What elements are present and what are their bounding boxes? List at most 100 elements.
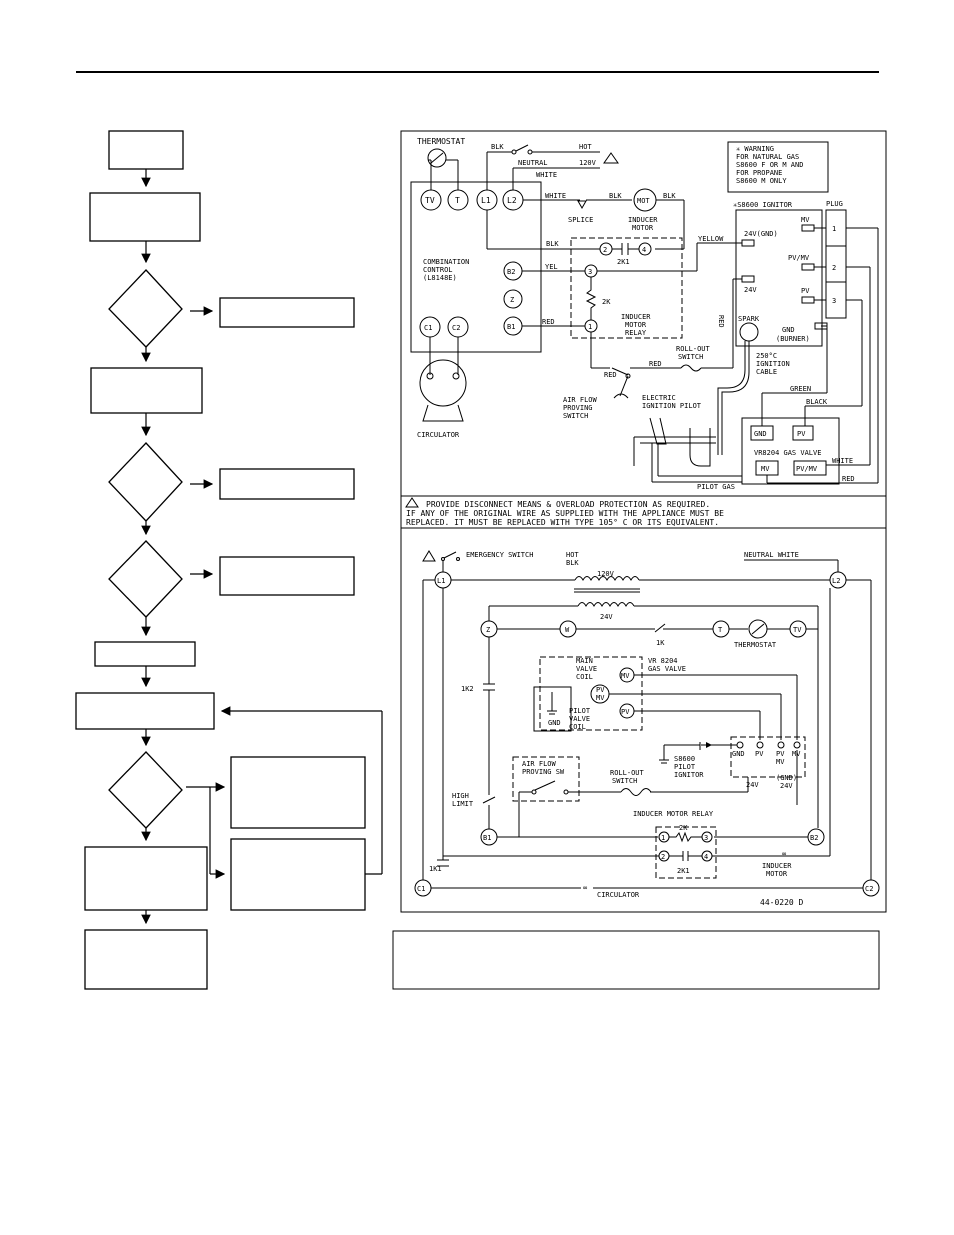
svg-text:GAS VALVE: GAS VALVE <box>648 665 686 673</box>
node-b1: B1 <box>480 828 498 846</box>
label-ign-cable-1: 250°C <box>756 352 777 360</box>
drawing-number: 44-0220 D <box>760 898 804 907</box>
label-red-2: RED <box>604 371 617 379</box>
note-line-2: IF ANY OF THE ORIGINAL WIRE AS SUPPLIED … <box>406 509 724 518</box>
label-yellow: YELLOW <box>698 235 724 243</box>
label-relay-1: INDUCER <box>621 313 651 321</box>
vr8204-gas-valve-box <box>741 417 840 485</box>
label-combination: COMBINATION <box>423 258 469 266</box>
svg-text:T: T <box>455 196 460 205</box>
node-l2: L2 <box>829 571 847 589</box>
relay-pin-1: 1 <box>584 319 598 333</box>
label-hot-2: HOT <box>566 551 579 559</box>
note-line-1: PROVIDE DISCONNECT MEANS & OVERLOAD PROT… <box>426 500 710 509</box>
label-2k: 2K <box>602 298 611 306</box>
circulator-symbol-2: ∞ <box>583 884 587 892</box>
label-1k: 1K <box>656 639 665 647</box>
flow-result-3 <box>219 556 355 596</box>
svg-text:TV: TV <box>793 626 802 634</box>
ladder-diagram: EMERGENCY SWITCH HOT BLK NEUTRAL WHITE L… <box>414 550 880 907</box>
flow-step-3 <box>94 641 196 667</box>
svg-text:MV: MV <box>761 465 770 473</box>
svg-text:2: 2 <box>832 264 836 272</box>
svg-text:2K: 2K <box>679 824 688 832</box>
svg-text:PV: PV <box>797 430 806 438</box>
svg-text:2: 2 <box>661 853 665 861</box>
svg-text:PILOT: PILOT <box>674 763 696 771</box>
flow-start-box <box>108 130 184 170</box>
svg-text:B1: B1 <box>483 834 491 842</box>
svg-text:T: T <box>718 626 723 634</box>
label-motor: MOTOR <box>632 224 654 232</box>
svg-text:CIRCULATOR: CIRCULATOR <box>597 891 640 899</box>
svg-text:VALVE: VALVE <box>569 715 590 723</box>
svg-text:AIR FLOW: AIR FLOW <box>522 760 557 768</box>
node-c1: C1 <box>414 879 432 897</box>
svg-text:S8600 F OR M AND: S8600 F OR M AND <box>736 161 803 169</box>
label-120v-2: 120V <box>597 570 615 578</box>
label-thermostat-2: THERMOSTAT <box>734 641 777 649</box>
label-inducer: INDUCER <box>628 216 658 224</box>
terminal-l2: L2 <box>502 189 524 211</box>
svg-text:PV/MV: PV/MV <box>788 254 810 262</box>
terminal-t: T <box>447 189 469 211</box>
label-120v: 120V <box>579 159 597 167</box>
flow-result-4 <box>230 756 366 829</box>
svg-text:PILOT: PILOT <box>569 707 591 715</box>
inducer-relay-dashed-box <box>655 826 717 879</box>
warning-note-box <box>727 141 829 193</box>
svg-text:24V: 24V <box>746 781 759 789</box>
label-hot: HOT <box>579 143 592 151</box>
flow-result-1 <box>219 297 355 328</box>
warning-triangle-icon <box>603 152 619 164</box>
label-white: WHITE <box>536 171 557 179</box>
label-green: GREEN <box>790 385 811 393</box>
label-blk-2: BLK <box>609 192 622 200</box>
label-ign-cable-2: IGNITION <box>756 360 790 368</box>
node-w: W <box>559 620 577 638</box>
svg-text:4: 4 <box>704 853 708 861</box>
svg-text:2K1: 2K1 <box>677 867 690 875</box>
svg-text:COIL: COIL <box>576 673 593 681</box>
svg-text:C2: C2 <box>452 324 460 332</box>
svg-text:S8600: S8600 <box>674 755 695 763</box>
label-red-5: RED <box>842 475 855 483</box>
svg-text:PV: PV <box>776 750 785 758</box>
svg-text:1K1: 1K1 <box>429 865 442 873</box>
node-z: Z <box>480 620 498 638</box>
label-red-3: RED <box>649 360 662 368</box>
svg-text:MV: MV <box>621 672 630 680</box>
label-vr8204: VR 8204 <box>648 657 678 665</box>
svg-text:GND: GND <box>732 750 745 758</box>
label-blk-4: BLK <box>546 240 559 248</box>
svg-text:(BURNER): (BURNER) <box>776 335 810 343</box>
combination-control-box <box>410 181 542 353</box>
label-red-4: RED <box>717 315 725 328</box>
s8600-ignitor-box <box>735 209 823 347</box>
label-splice: SPLICE <box>568 216 593 224</box>
label-s8600-ignitor: ✳S8600 IGNITOR <box>733 201 793 209</box>
svg-text:24V: 24V <box>780 782 793 790</box>
wiring-frame <box>400 130 887 913</box>
svg-text:B2: B2 <box>507 268 515 276</box>
label-relay-2: MOTOR <box>625 321 647 329</box>
terminal-b2: B2 <box>503 261 523 281</box>
label-electric: ELECTRIC <box>642 394 676 402</box>
svg-text:PV: PV <box>596 686 605 694</box>
splice-symbol <box>577 200 587 210</box>
flow-decision-2 <box>108 442 183 522</box>
svg-text:✳ WARNING: ✳ WARNING <box>736 145 774 153</box>
svg-text:MV: MV <box>801 216 810 224</box>
node-b2: B2 <box>807 828 825 846</box>
svg-text:PV: PV <box>755 750 764 758</box>
svg-text:HIGH: HIGH <box>452 792 469 800</box>
svg-text:PV: PV <box>801 287 810 295</box>
flow-decision-1 <box>108 269 183 348</box>
flow-decision-4 <box>108 751 183 829</box>
svg-text:LIMIT: LIMIT <box>452 800 474 808</box>
node-t: T <box>712 620 730 638</box>
svg-text:L1: L1 <box>481 196 491 205</box>
svg-text:24V: 24V <box>744 286 757 294</box>
flow-result-5 <box>230 838 366 911</box>
